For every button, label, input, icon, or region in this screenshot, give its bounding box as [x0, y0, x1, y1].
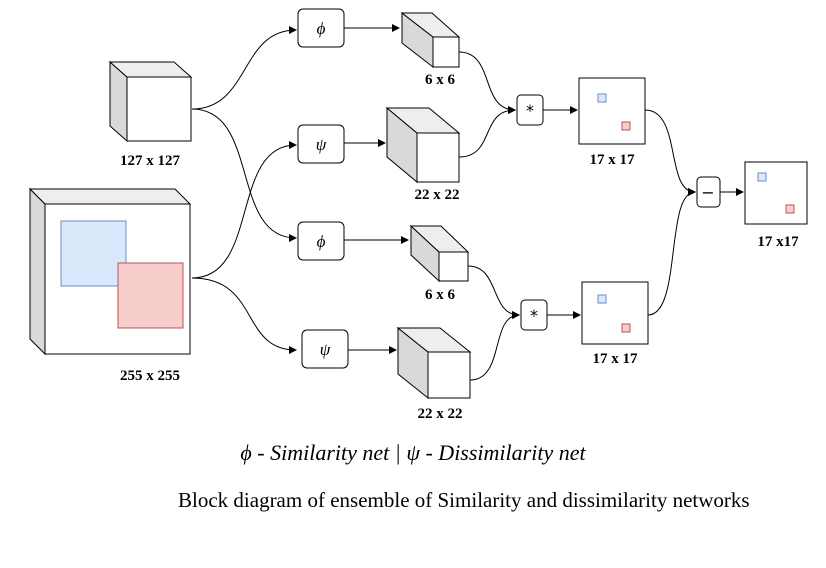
search-region — [117, 262, 184, 329]
edge-large-to-psi-top — [191, 141, 297, 279]
psi-symbol: ψ — [320, 340, 331, 359]
edge-map-bottom-to-subtract — [647, 188, 696, 316]
correlation-node-bottom: * — [520, 299, 548, 331]
feature-cube-psi-bottom — [396, 326, 472, 400]
edge-feat-phi-top-to-corr — [458, 51, 516, 114]
phi-symbol: ϕ — [317, 19, 326, 38]
edge-feat-phi-bottom-to-corr — [467, 265, 520, 319]
edge-feat-psi-top-to-corr — [458, 106, 516, 158]
input-large-label: 255 x 255 — [120, 368, 180, 384]
input-cube-large — [28, 187, 192, 356]
figure-caption: Block diagram of ensemble of Similarity … — [178, 488, 750, 512]
psi-net-top: ψ — [297, 124, 345, 164]
map-top-label: 17 x 17 — [590, 152, 636, 168]
response-map-top — [578, 77, 646, 145]
exemplar-region — [60, 220, 127, 287]
map-bottom-label: 17 x 17 — [593, 351, 639, 367]
feat-psi-bottom-label: 22 x 22 — [418, 406, 463, 422]
edge-large-to-psi-bottom — [191, 277, 297, 354]
legend-phi-text: - Similarity net | — [251, 440, 407, 465]
legend: ϕ - Similarity net | ψ - Dissimilarity n… — [0, 440, 826, 466]
response-map-bottom — [581, 281, 649, 345]
subtract-symbol: − — [701, 183, 714, 202]
legend-phi-symbol: ϕ — [240, 440, 252, 465]
correlation-symbol: * — [530, 306, 538, 325]
legend-psi-text: - Dissimilarity net — [419, 440, 586, 465]
correlation-symbol: * — [526, 101, 534, 120]
correlation-node-top: * — [516, 94, 544, 126]
edge-small-to-phi-bottom — [191, 108, 297, 242]
map-out-label: 17 x17 — [757, 234, 799, 250]
feature-cube-phi-bottom — [409, 224, 470, 283]
input-small-label: 127 x 127 — [120, 153, 181, 169]
edge-feat-psi-bottom-to-corr — [469, 311, 520, 381]
phi-net-bottom: ϕ — [297, 221, 345, 261]
edge-map-top-to-subtract — [644, 109, 696, 196]
output-map — [744, 161, 808, 225]
psi-net-bottom: ψ — [301, 329, 349, 369]
edge-small-to-phi-top — [191, 26, 297, 110]
subtract-node: − — [696, 176, 721, 208]
psi-symbol: ψ — [316, 135, 327, 154]
feature-cube-psi-top — [385, 106, 461, 184]
phi-net-top: ϕ — [297, 8, 345, 48]
feat-phi-top-label: 6 x 6 — [425, 72, 456, 88]
legend-psi-symbol: ψ — [406, 440, 420, 465]
feat-phi-bottom-label: 6 x 6 — [425, 287, 456, 303]
feature-cube-phi-top — [400, 11, 461, 69]
block-diagram: 127 x 127 255 x 255 ϕ ψ ϕ ψ 6 x 6 — [28, 8, 808, 422]
phi-symbol: ϕ — [317, 232, 326, 251]
input-cube-small — [108, 60, 193, 143]
feat-psi-top-label: 22 x 22 — [415, 187, 460, 203]
